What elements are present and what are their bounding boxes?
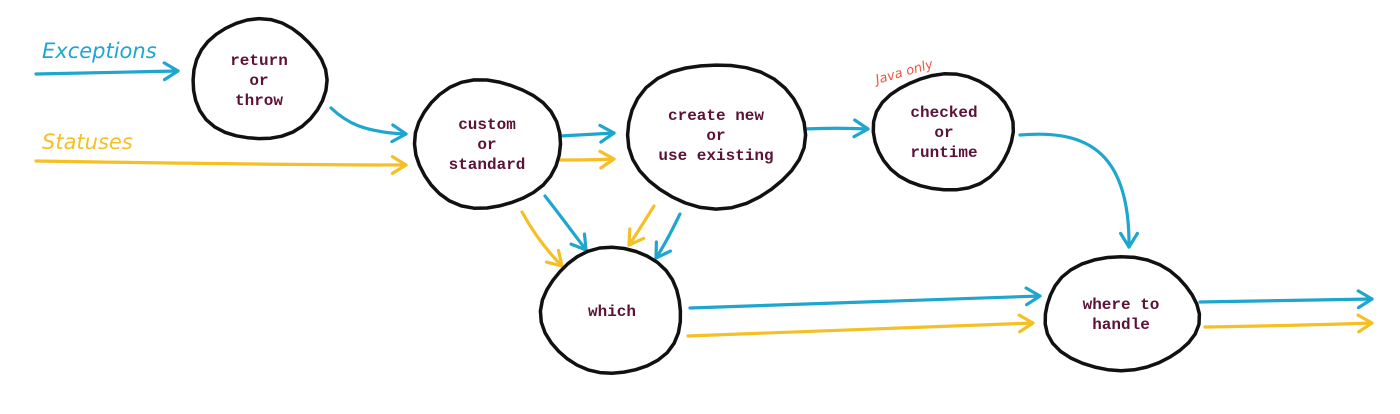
arrowhead [162, 61, 180, 82]
edge-custom-or-standard-to-which-statuses [520, 210, 564, 268]
edge-create-new-or-use-existing-to-checked-or-runtime-exceptions [802, 118, 870, 139]
node-label-line: or [477, 136, 496, 154]
node-label-line: create new [668, 107, 764, 125]
edge-line [558, 157, 616, 162]
edge-line [686, 321, 1035, 338]
node-label-line: or [706, 127, 725, 145]
edge-line [34, 159, 408, 167]
node-label-line: where to [1083, 296, 1160, 314]
edge-line [1198, 297, 1374, 304]
node-label-line: which [588, 303, 636, 321]
node-label-line: checked [910, 104, 977, 122]
node-checked-or-runtime: checked or runtime [871, 72, 1016, 192]
edge-line [802, 126, 870, 131]
nodes-layer: return or throw custom or standard create new o… [191, 16, 1202, 375]
arrowhead [1356, 289, 1374, 310]
node-label-line: or [249, 72, 268, 90]
node-return-or-throw: return or throw [191, 16, 329, 141]
arrowhead [1356, 313, 1374, 334]
edge-line [1203, 321, 1374, 329]
edge-line [558, 131, 616, 138]
edge-create-new-or-use-existing-to-which-exceptions [654, 212, 682, 260]
edges-layer [34, 61, 1374, 338]
arrowhead [569, 232, 588, 252]
arrowhead [1119, 231, 1139, 249]
edge-custom-or-standard-to-which-exceptions [543, 194, 588, 252]
node-label-line: or [934, 124, 953, 142]
node-label-line: runtime [910, 144, 977, 162]
node-label-line: use existing [658, 147, 773, 165]
edge-line [688, 294, 1042, 310]
edge-where-to-handle-to-output-statuses [1203, 313, 1374, 334]
arrowhead [654, 240, 672, 260]
edge-which-to-where-to-handle-exceptions [688, 286, 1042, 310]
arrowhead [544, 248, 564, 268]
arrowhead [1017, 313, 1035, 334]
node-create-new-or-use-existing: create new or use existing [625, 63, 808, 211]
node-label-line: standard [449, 156, 526, 174]
edge-checked-or-runtime-to-where-to-handle-exceptions [1018, 132, 1139, 249]
edge-statuses-label-to-custom-or-standard-statuses [34, 155, 408, 175]
edge-line [1018, 132, 1131, 249]
arrowhead [390, 123, 408, 144]
node-where-to-handle: where to handle [1043, 254, 1202, 373]
edge-custom-or-standard-to-create-new-or-use-existing-exceptions [558, 123, 616, 144]
node-outline [625, 63, 808, 211]
legend-statuses-label: Statuses [42, 130, 133, 154]
node-outline [871, 72, 1016, 192]
arrowhead [627, 227, 646, 247]
node-custom-or-standard: custom or standard [412, 78, 563, 210]
edge-line [329, 106, 408, 136]
node-label-line: handle [1092, 316, 1150, 334]
node-which: which [538, 245, 683, 375]
edge-line [627, 204, 656, 247]
edge-where-to-handle-to-output-exceptions [1198, 289, 1374, 310]
edge-create-new-or-use-existing-to-which-statuses [627, 204, 656, 247]
arrowhead [390, 155, 408, 175]
edge-line [654, 212, 682, 260]
edge-which-to-where-to-handle-statuses [686, 313, 1035, 338]
edge-line [543, 194, 588, 252]
edge-return-or-throw-to-custom-or-standard-exceptions [329, 106, 408, 144]
arrowhead [852, 118, 870, 139]
node-outline [191, 16, 329, 141]
edge-line [520, 210, 564, 268]
node-label-line: custom [458, 116, 516, 134]
edge-exceptions-label-to-return-or-throw-exceptions [34, 61, 180, 82]
edge-custom-or-standard-to-create-new-or-use-existing-statuses [558, 149, 616, 170]
node-label-line: throw [235, 92, 283, 110]
node-outline [1043, 254, 1202, 373]
node-label-line: return [230, 52, 288, 70]
node-outline [412, 78, 563, 210]
arrowhead [598, 123, 616, 144]
arrowhead [598, 149, 616, 170]
legend-exceptions-label: Exceptions [42, 39, 157, 63]
node-outline [538, 245, 683, 375]
edge-line [34, 69, 180, 76]
arrowhead [1024, 286, 1042, 307]
